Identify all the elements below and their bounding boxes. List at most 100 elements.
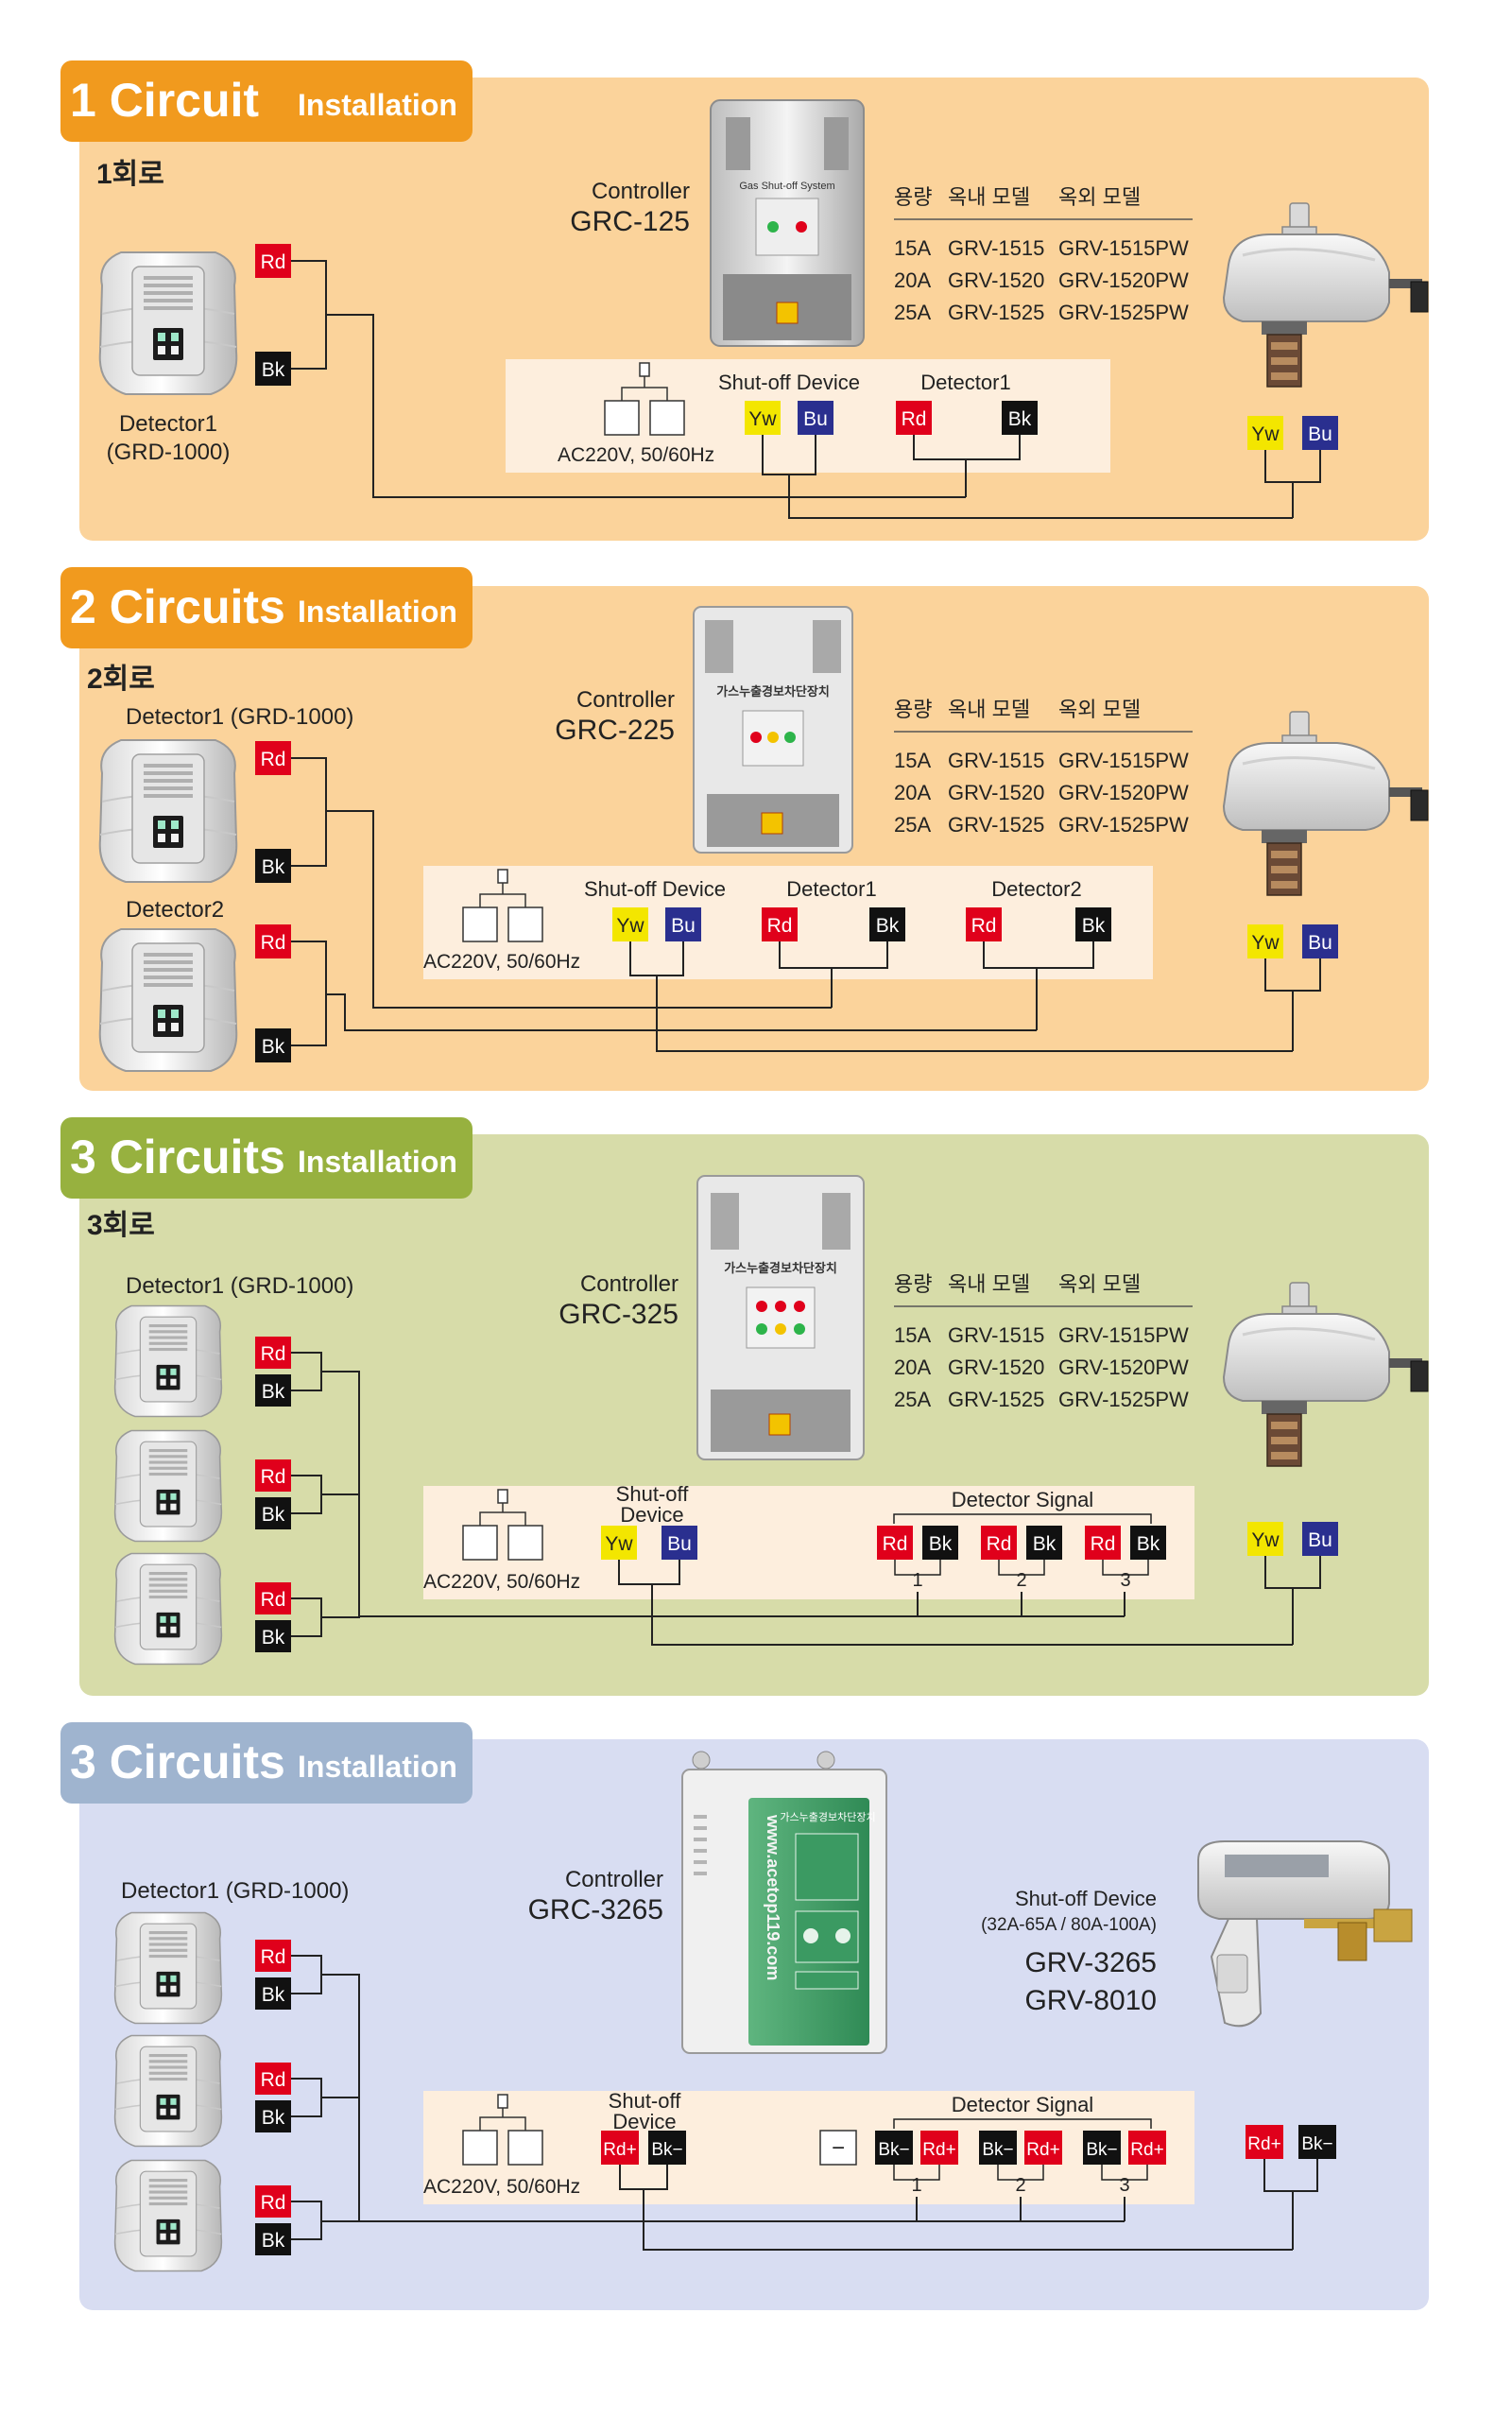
- strip-4-terminal-minus: −: [819, 2130, 857, 2166]
- svg-text:Bk: Bk: [262, 1381, 285, 1403]
- section-1-header: [60, 60, 472, 142]
- spec-table-3: 용량 옥내 모델 옥외 모델 15A GRV-1515 GRV-1515PW 2…: [894, 1272, 1193, 1411]
- svg-text:25A: 25A: [894, 1388, 931, 1411]
- section-4-detector-1-device: [113, 1911, 223, 2025]
- svg-text:25A: 25A: [894, 813, 931, 837]
- svg-text:Bk: Bk: [262, 2107, 285, 2129]
- strip-3-terminal-yw: Yw: [601, 1526, 637, 1560]
- section-4-shutoff-model-2: GRV-8010: [1024, 1985, 1157, 2016]
- section-1-circuit: 1 Circuit Installation 1회로 Detector1 (GR…: [60, 60, 1430, 541]
- section-2-korean-label: 2회로: [87, 664, 155, 695]
- svg-text:Bk: Bk: [1008, 408, 1032, 430]
- strip-2-det2-terminal-bk: Bk: [1075, 907, 1111, 941]
- svg-text:15A: 15A: [894, 749, 931, 772]
- strip-3-detector-signal-label: Detector Signal: [952, 1488, 1093, 1511]
- svg-text:Bu: Bu: [671, 915, 696, 937]
- svg-text:Bk: Bk: [262, 2230, 285, 2252]
- section-2-detector2-label: Detector2: [126, 897, 224, 923]
- controller-grc3265-label: Controller: [565, 1867, 663, 1892]
- strip-4-ch3-terminal-bk-minus: Bk−: [1083, 2131, 1121, 2165]
- section-3-det2-terminal-bk: Bk: [255, 1497, 291, 1529]
- strip-1-shutoff-label: Shut-off Device: [718, 371, 860, 394]
- svg-text:GRV-1520PW: GRV-1520PW: [1058, 1355, 1189, 1379]
- svg-text:Rd+: Rd+: [1026, 2140, 1059, 2160]
- section-3-detector-2-device: [113, 1429, 223, 1543]
- svg-text:20A: 20A: [894, 781, 931, 804]
- section-2-det2-terminal-rd: Rd: [255, 924, 291, 958]
- svg-text:GRV-1525PW: GRV-1525PW: [1058, 813, 1189, 837]
- section-4-detector-3-device: [113, 2159, 223, 2272]
- svg-text:GRV-1515: GRV-1515: [948, 1323, 1044, 1347]
- svg-text:용량: 용량: [894, 1272, 932, 1296]
- controller-grc225-label: Controller: [576, 687, 675, 713]
- svg-text:Bk: Bk: [262, 1627, 285, 1649]
- valve-3-terminal-yw: Yw: [1247, 1522, 1283, 1556]
- section-1-subtitle: Installation: [298, 88, 457, 122]
- section-2-detector-1-device: [98, 739, 238, 883]
- svg-text:20A: 20A: [894, 1355, 931, 1379]
- svg-text:옥외 모델: 옥외 모델: [1058, 185, 1141, 209]
- strip-2-det2-terminal-rd: Rd: [966, 907, 1002, 941]
- detector-1-terminal-rd: Rd: [255, 244, 291, 278]
- svg-text:Yw: Yw: [1251, 932, 1280, 954]
- svg-text:Bk: Bk: [262, 359, 285, 381]
- svg-text:GRV-1525: GRV-1525: [948, 813, 1044, 837]
- strip-1-terminal-yw: Yw: [745, 401, 781, 435]
- strip-4-shutoff-label-line2: Device: [612, 2110, 676, 2133]
- svg-text:Rd+: Rd+: [922, 2140, 955, 2160]
- svg-text:Rd: Rd: [1091, 1533, 1116, 1555]
- wiring-2: [291, 757, 1321, 1052]
- section-4-shutoff-label: Shut-off Device: [1015, 1887, 1157, 1910]
- section-4-subtitle: Installation: [298, 1750, 457, 1784]
- svg-text:Bk−: Bk−: [982, 2140, 1013, 2160]
- strip-2-det1-terminal-rd: Rd: [762, 907, 798, 941]
- svg-text:Bk−: Bk−: [1086, 2140, 1117, 2160]
- section-3-detector1-label: Detector1 (GRD-1000): [126, 1273, 353, 1299]
- strip-2-terminal-yw: Yw: [612, 907, 648, 941]
- power-terminals-4: [462, 2094, 543, 2166]
- svg-text:GRV-1525: GRV-1525: [948, 1388, 1044, 1411]
- strip-1-terminal-bk: Bk: [1002, 401, 1038, 435]
- svg-text:Rd: Rd: [971, 915, 997, 937]
- svg-text:Rd: Rd: [261, 1946, 286, 1968]
- strip-2-shutoff-label: Shut-off Device: [584, 877, 726, 901]
- controller-grc3265-url: www.acetop119.com: [764, 1814, 782, 1980]
- svg-text:Yw: Yw: [748, 408, 777, 430]
- valve-2-terminal-bu: Bu: [1302, 924, 1338, 958]
- section-4-shutoff-spec: (32A-65A / 80A-100A): [981, 1915, 1157, 1935]
- section-3-header: [60, 1117, 472, 1199]
- strip-3-channel-1: 1: [912, 1570, 922, 1591]
- section-1-title: 1 Circuit: [70, 74, 259, 127]
- section-2-det1-terminal-rd: Rd: [255, 741, 291, 775]
- section-3-detector-3-device: [113, 1552, 223, 1666]
- section-4-det2-terminal-bk: Bk: [255, 2100, 291, 2132]
- strip-4-ch2-terminal-rd-plus: Rd+: [1024, 2131, 1062, 2165]
- svg-text:GRV-1515PW: GRV-1515PW: [1058, 1323, 1189, 1347]
- strip-4-terminal-bk-minus: Bk−: [648, 2131, 686, 2165]
- section-2-header: [60, 567, 472, 648]
- section-3-det3-terminal-bk: Bk: [255, 1620, 291, 1652]
- svg-text:Bk: Bk: [1137, 1533, 1160, 1555]
- svg-text:Bk: Bk: [876, 915, 900, 937]
- section-4-det1-terminal-rd: Rd: [255, 1940, 291, 1972]
- svg-text:GRV-1520: GRV-1520: [948, 268, 1044, 292]
- power-label-2: AC220V, 50/60Hz: [423, 951, 580, 973]
- svg-text:Yw: Yw: [1251, 423, 1280, 445]
- svg-text:GRV-1525PW: GRV-1525PW: [1058, 1388, 1189, 1411]
- svg-text:15A: 15A: [894, 236, 931, 260]
- strip-1-terminal-bu: Bu: [798, 401, 833, 435]
- strip-4-ch1-terminal-bk-minus: Bk−: [875, 2131, 913, 2165]
- svg-text:GRV-1520: GRV-1520: [948, 781, 1044, 804]
- section-4-detector-2-device: [113, 2034, 223, 2148]
- svg-text:Rd: Rd: [261, 749, 286, 770]
- controller-grc325-label: Controller: [580, 1271, 679, 1297]
- svg-text:GRV-1515: GRV-1515: [948, 749, 1044, 772]
- svg-text:Rd: Rd: [902, 408, 927, 430]
- valve-2-terminal-yw: Yw: [1247, 924, 1283, 958]
- strip-3-ch3-terminal-bk: Bk: [1130, 1526, 1166, 1560]
- section-4-det3-terminal-rd: Rd: [255, 2185, 291, 2218]
- section-4-det1-terminal-bk: Bk: [255, 1977, 291, 2010]
- strip-4-channel-1: 1: [911, 2175, 921, 2196]
- svg-text:Yw: Yw: [605, 1533, 633, 1555]
